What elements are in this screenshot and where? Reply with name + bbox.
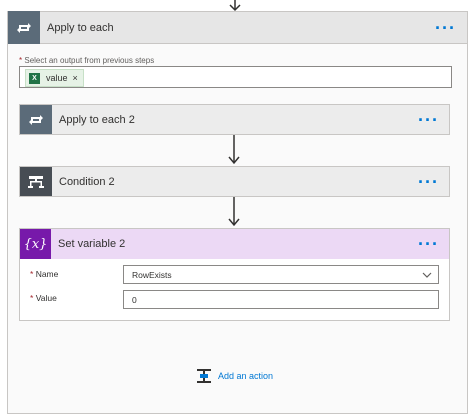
apply-to-each-2-menu-button[interactable]: ··· <box>418 109 439 130</box>
set-variable-2-menu-button[interactable]: ··· <box>418 234 439 254</box>
apply-to-each-2-card[interactable]: Apply to each 2 ··· <box>19 104 450 135</box>
value-input[interactable]: 0 <box>123 290 439 309</box>
name-label-text: Name <box>35 269 59 279</box>
name-dropdown-value: RowExists <box>132 269 172 280</box>
apply-to-each-2-title: Apply to each 2 <box>59 113 135 126</box>
condition-2-card[interactable]: Condition 2 ··· <box>19 166 450 197</box>
select-output-label-text: Select an output from previous steps <box>24 56 155 65</box>
name-dropdown[interactable]: RowExists <box>123 265 439 284</box>
arrow-down-icon <box>228 135 240 165</box>
loop-icon <box>20 105 52 134</box>
value-label-text: Value <box>35 293 57 303</box>
excel-icon: X <box>29 72 40 84</box>
remove-token-button[interactable]: × <box>72 73 78 83</box>
required-asterisk: * <box>30 293 34 303</box>
add-action-button[interactable]: Add an action <box>196 368 273 384</box>
apply-to-each-header[interactable]: Apply to each ··· <box>7 11 468 44</box>
add-action-icon <box>197 369 211 383</box>
value-label: * Value <box>30 293 57 303</box>
apply-to-each-title: Apply to each <box>47 21 114 34</box>
value-token-label: value <box>46 73 68 83</box>
select-output-field[interactable]: X value × <box>19 66 452 88</box>
value-token[interactable]: X value × <box>25 69 84 87</box>
add-action-label: Add an action <box>218 371 274 381</box>
select-output-label: * Select an output from previous steps <box>19 56 154 65</box>
variable-icon: {x} <box>20 228 51 260</box>
apply-to-each-menu-button[interactable]: ··· <box>435 17 456 38</box>
set-variable-2-header[interactable]: {x} Set variable 2 ··· <box>19 228 450 260</box>
required-asterisk: * <box>19 56 23 65</box>
required-asterisk: * <box>30 269 34 279</box>
condition-icon <box>20 167 52 196</box>
value-input-value: 0 <box>132 294 137 305</box>
set-variable-2-title: Set variable 2 <box>58 238 126 250</box>
name-label: * Name <box>30 269 58 279</box>
arrow-down-icon <box>228 197 240 227</box>
loop-icon <box>8 11 40 44</box>
condition-2-title: Condition 2 <box>59 175 115 188</box>
chevron-down-icon <box>422 272 432 278</box>
condition-2-menu-button[interactable]: ··· <box>418 171 439 192</box>
arrow-down-icon <box>229 0 241 12</box>
